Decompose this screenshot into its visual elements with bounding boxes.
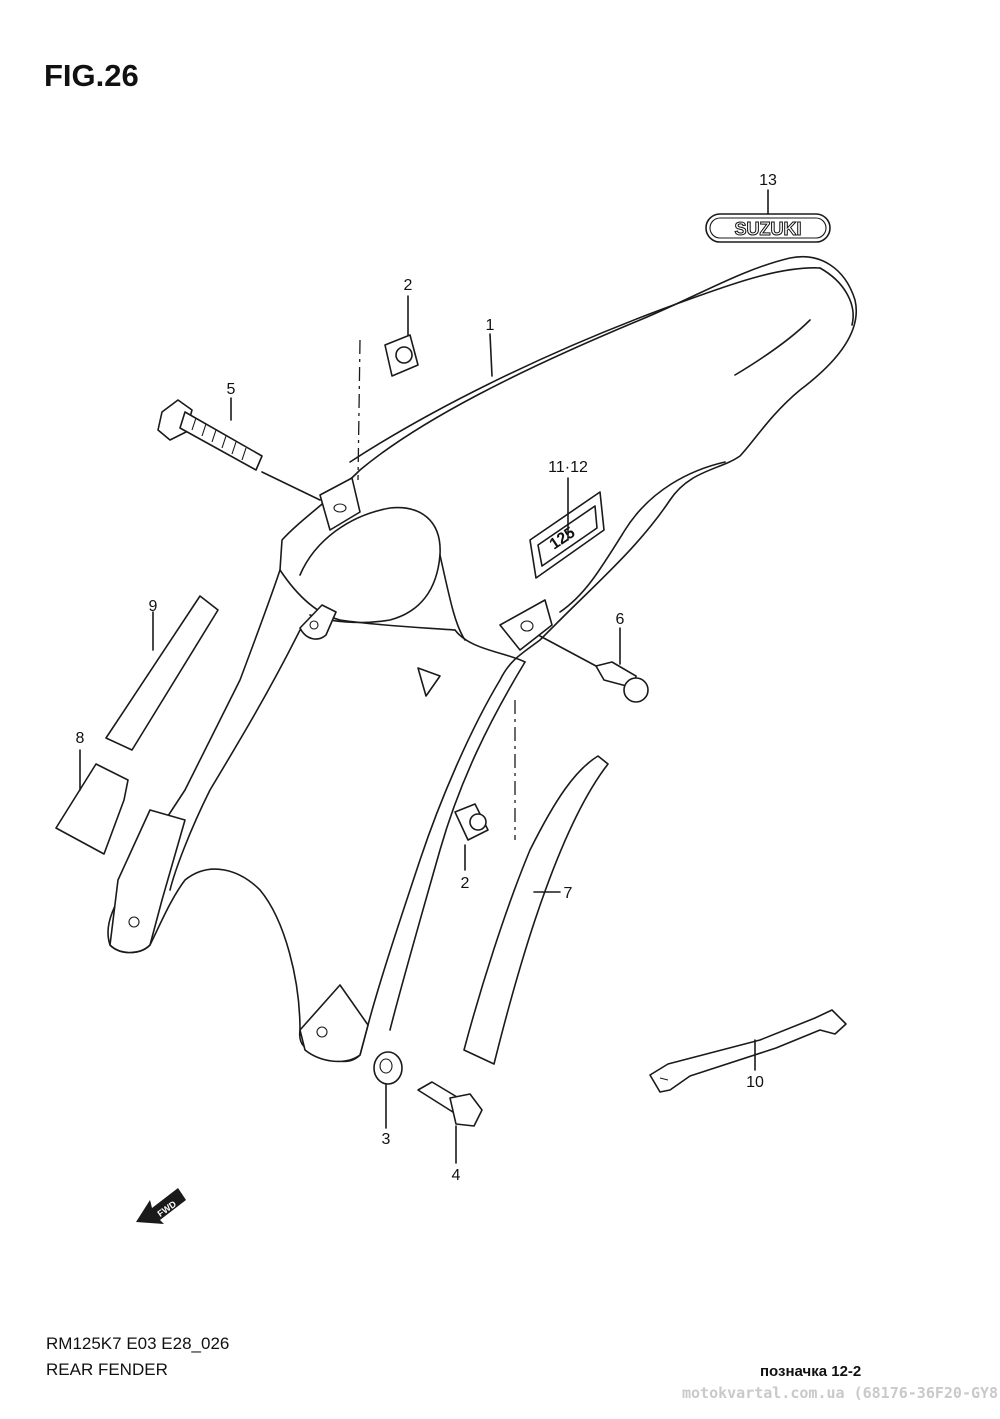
diagram-model-code: RM125K7 E03 E28_026 bbox=[46, 1334, 230, 1353]
bolt-part-4 bbox=[417, 1081, 483, 1127]
callout-9: 9 bbox=[149, 598, 158, 615]
callout-8: 8 bbox=[76, 730, 85, 747]
pad-part-9 bbox=[105, 595, 219, 751]
bolt-part-6 bbox=[595, 661, 649, 703]
nut-part-2-upper bbox=[384, 334, 419, 377]
callout-2-lower: 2 bbox=[461, 875, 470, 892]
callout-4: 4 bbox=[452, 1167, 461, 1184]
callout-2-upper: 2 bbox=[404, 277, 413, 294]
suzuki-emblem-text: SUZUKI bbox=[735, 219, 802, 239]
pad-part-8 bbox=[55, 763, 129, 855]
bolt-part-5 bbox=[157, 399, 263, 471]
callout-6: 6 bbox=[616, 611, 625, 628]
figure-title: FIG.26 bbox=[44, 58, 139, 93]
nut-part-2-lower bbox=[454, 803, 489, 841]
suzuki-emblem-part-13: SUZUKI bbox=[705, 213, 831, 243]
reference-label: позначка 12-2 bbox=[760, 1363, 862, 1380]
callout-3: 3 bbox=[382, 1131, 391, 1148]
fwd-arrow-icon: FWD bbox=[136, 1188, 186, 1224]
callout-10: 10 bbox=[746, 1074, 764, 1091]
125-decal-part-11-12: 125 bbox=[529, 491, 605, 579]
rear-fender-part-1: 1 2 5 bbox=[107, 256, 857, 1063]
callout-1: 1 bbox=[486, 317, 495, 334]
wrench-part-10 bbox=[649, 1009, 847, 1093]
callout-13: 13 bbox=[759, 172, 777, 189]
callout-7: 7 bbox=[564, 885, 573, 902]
collar-part-3 bbox=[373, 1051, 403, 1085]
callout-11-12: 11·12 bbox=[548, 459, 588, 476]
diagram-section-name: REAR FENDER bbox=[46, 1360, 168, 1379]
mud-flap-part-7 bbox=[463, 755, 609, 1065]
callout-5: 5 bbox=[227, 381, 236, 398]
site-watermark: motokvartal.com.ua (68176-36F20-GY8) bbox=[682, 1384, 1000, 1402]
